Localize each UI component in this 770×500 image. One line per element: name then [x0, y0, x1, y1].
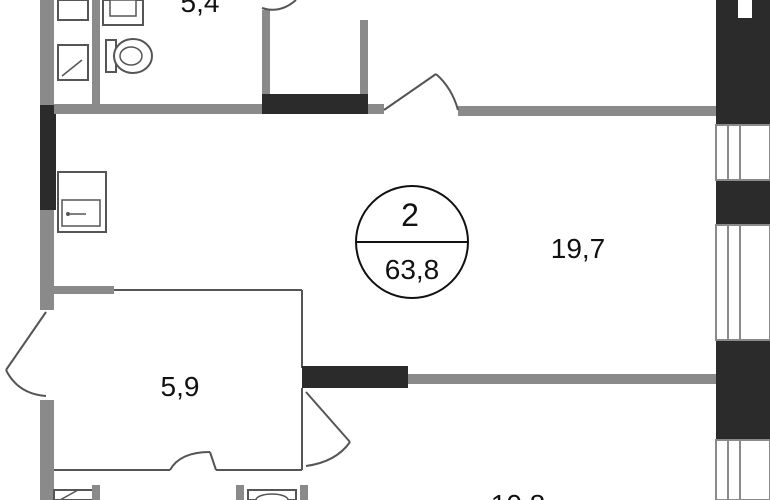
hallway-walls [54, 286, 716, 471]
washing-machine-icon [102, 0, 144, 26]
room-area-bedroom-bottom: 10,8 [491, 489, 546, 500]
sink-icon [57, 171, 107, 233]
window [715, 124, 770, 181]
shower-tray-icon [57, 44, 89, 81]
total-area: 63,8 [385, 254, 440, 285]
window [738, 0, 752, 18]
entrance-door-swing [5, 311, 47, 397]
room-area-hallway: 5,9 [161, 371, 200, 402]
door-swing [169, 451, 217, 471]
apartment-badge: 2 63,8 [355, 185, 469, 299]
cabinet [57, 0, 89, 21]
washbasin-icon [247, 489, 297, 500]
room-area-bathroom-top: 5,4 [181, 0, 220, 18]
room-area-living-room: 19,7 [551, 233, 606, 264]
door-swing [261, 0, 297, 11]
exterior-right-wall [716, 0, 770, 440]
window [715, 439, 770, 500]
bottom-bathroom [53, 485, 308, 500]
bathroom-walls [54, 0, 716, 116]
window [715, 224, 770, 341]
door-swing [305, 391, 351, 467]
rooms-count: 2 [401, 197, 419, 233]
door-swing [383, 73, 459, 111]
toilet-icon [105, 38, 153, 74]
exterior-left-wall [40, 0, 56, 500]
